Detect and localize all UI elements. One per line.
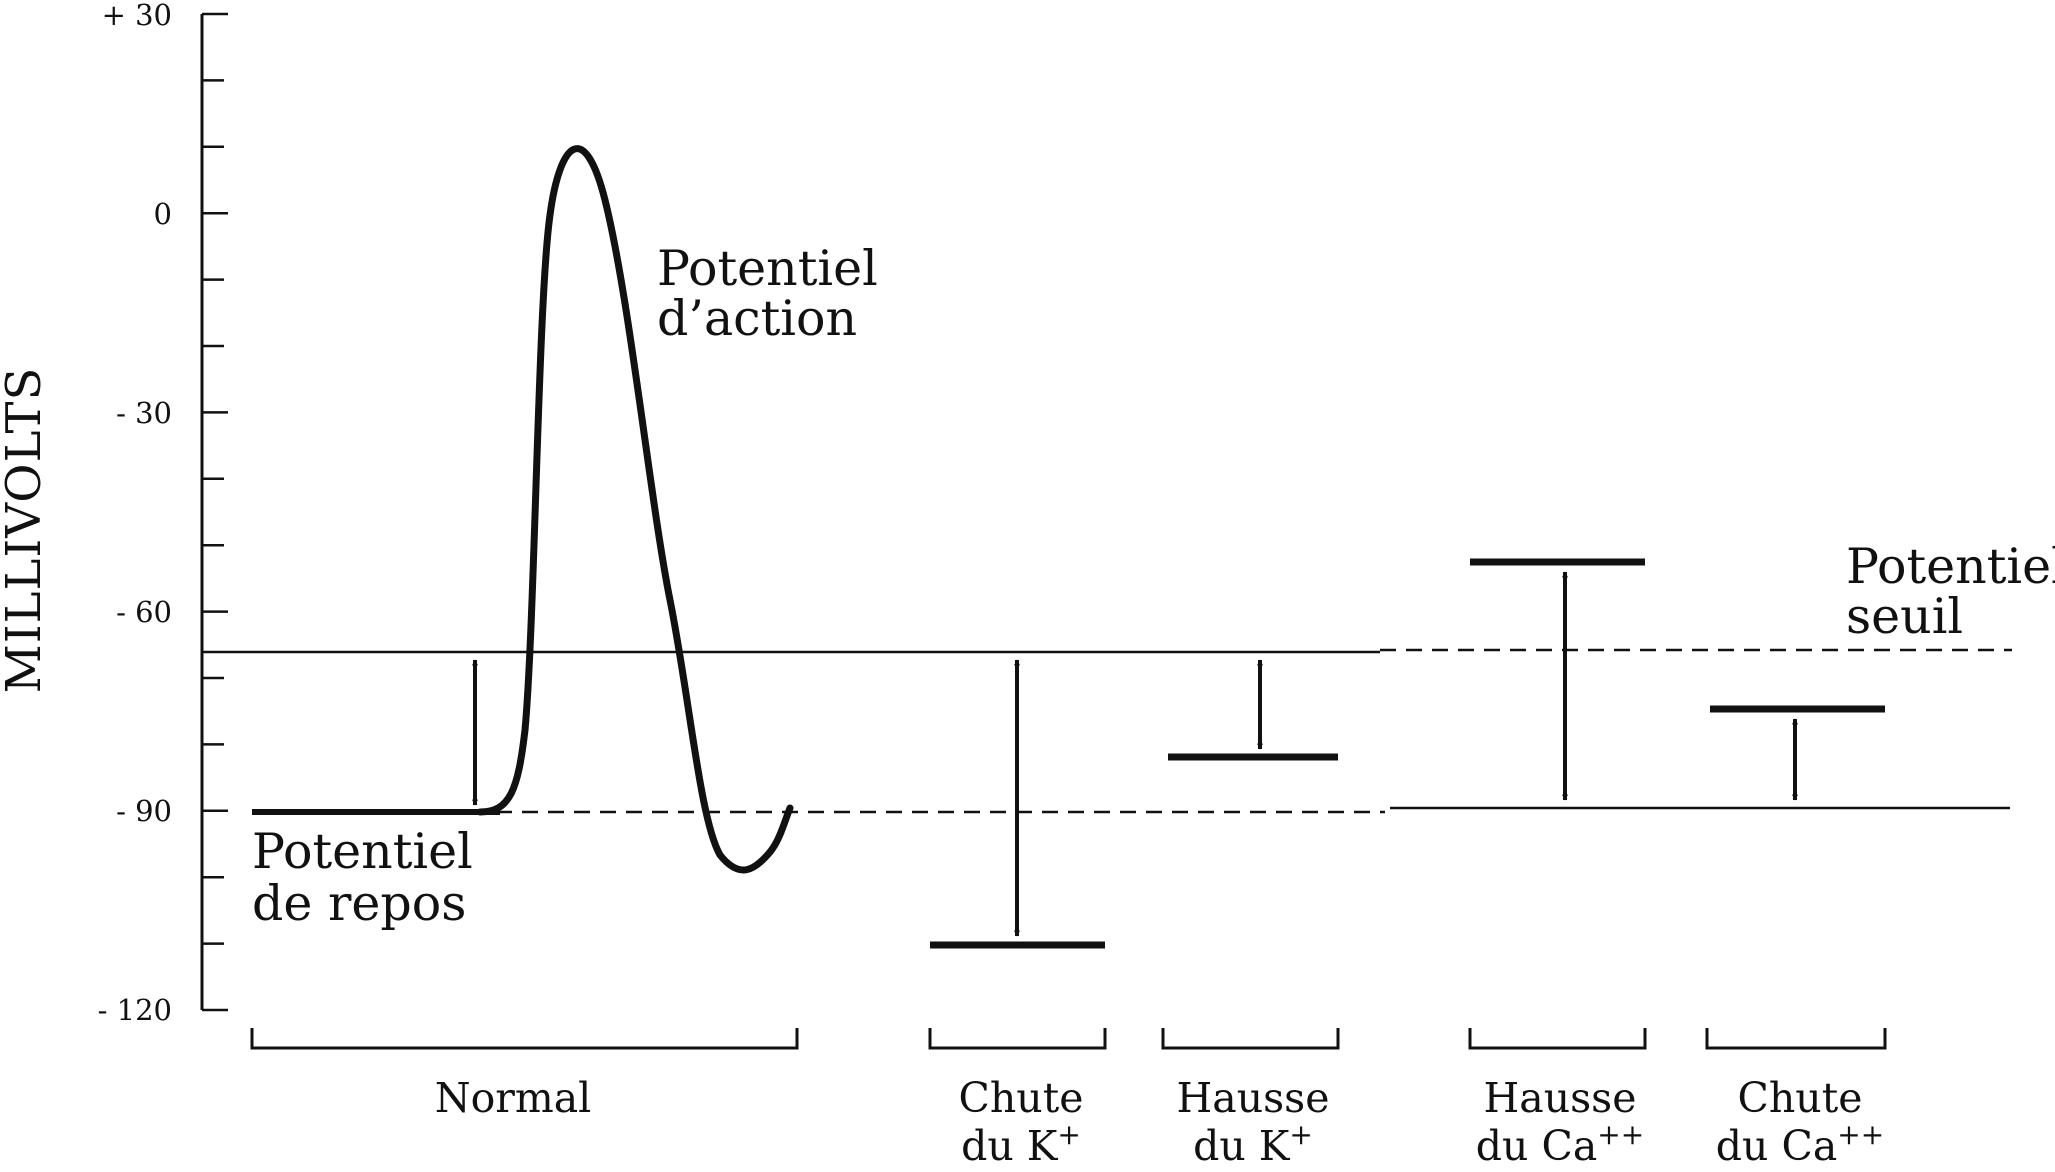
group-brackets: Normal Chute du K+ Hausse du K+ Hausse d… xyxy=(250,1028,1887,1170)
group-label-ca-drop-line2: du Ca++ xyxy=(1716,1118,1884,1167)
group-label-k-rise-line1: Hausse xyxy=(1177,1074,1330,1122)
y-axis-ticks xyxy=(202,12,228,1012)
tick-label-0: 0 xyxy=(154,197,172,231)
bracket-k-rise xyxy=(1161,1028,1340,1050)
tick-label-minus-60: - 60 xyxy=(116,595,172,629)
threshold-potential-label-line2: seuil xyxy=(1846,588,1963,645)
action-potential-label-line1: Potentiel xyxy=(657,240,878,297)
resting-potential-label-line2: de repos xyxy=(252,875,466,932)
bracket-k-drop xyxy=(928,1028,1107,1050)
group-label-ca-rise-line1: Hausse xyxy=(1484,1074,1637,1122)
action-potential-curve xyxy=(476,145,794,874)
group-label-ca-drop-line1: Chute xyxy=(1738,1074,1863,1122)
tick-label-plus-30: + 30 xyxy=(102,0,172,32)
bracket-normal xyxy=(250,1028,799,1050)
bracket-ca-rise xyxy=(1468,1028,1647,1050)
resting-potential-label-line1: Potentiel xyxy=(252,823,473,880)
y-axis-title: MILLIVOLTS xyxy=(0,367,52,694)
action-potential-label-line2: d’action xyxy=(657,290,857,347)
normal-trace xyxy=(252,145,794,874)
group-label-normal: Normal xyxy=(435,1074,592,1122)
tick-label-minus-90: - 90 xyxy=(116,794,172,828)
y-axis: + 30 0 - 30 - 60 - 90 - 120 MILLIVOLTS xyxy=(0,0,228,1027)
annotations: Potentiel d’action Potentiel de repos Po… xyxy=(252,240,2055,932)
tick-label-minus-30: - 30 xyxy=(116,396,172,430)
group-label-k-rise-line2: du K+ xyxy=(1193,1118,1313,1167)
ion-level-bars xyxy=(930,558,1885,949)
reference-lines xyxy=(202,648,2012,814)
group-label-k-drop-line1: Chute xyxy=(959,1074,1084,1122)
group-label-ca-rise-line2: du Ca++ xyxy=(1476,1118,1644,1167)
tick-label-minus-120: - 120 xyxy=(98,993,172,1027)
bracket-ca-drop xyxy=(1705,1028,1887,1050)
threshold-potential-label-line1: Potentiel xyxy=(1846,538,2055,595)
group-label-k-drop-line2: du K+ xyxy=(961,1118,1081,1167)
